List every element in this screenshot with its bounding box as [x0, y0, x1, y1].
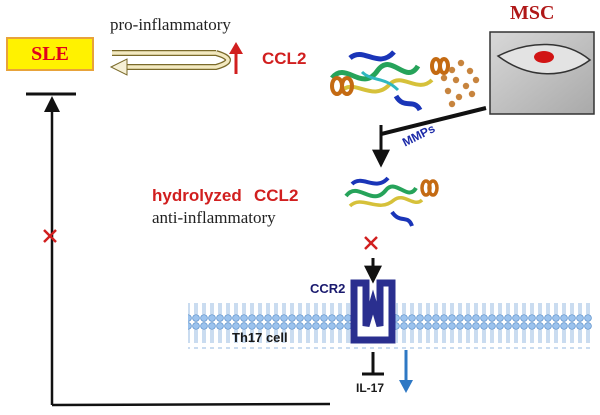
sle-label: SLE	[31, 42, 69, 65]
secreted-particles	[440, 59, 480, 108]
ccr2-receptor-icon	[350, 279, 396, 344]
blocked-cross-icon	[43, 229, 57, 243]
pro-inflammatory-label: pro-inflammatory	[110, 15, 231, 34]
anti-inflammatory-label: anti-inflammatory	[152, 208, 276, 227]
nucleus-icon	[534, 51, 554, 63]
il17-label: IL-17	[356, 381, 385, 395]
mmp-cleavage-arrow	[372, 106, 487, 168]
hydrolyzed-ccl2-protein-icon	[344, 176, 439, 227]
th17-cell-label: Th17 cell	[232, 330, 288, 345]
msc-label: MSC	[510, 2, 555, 24]
ccl2-label: CCL2	[262, 49, 307, 68]
ccl2-protein-icon	[330, 50, 450, 112]
blocked-binding-cross-icon	[364, 236, 378, 250]
curved-return-arrow-icon	[109, 50, 231, 76]
feedback-path	[26, 92, 331, 407]
sle-box: SLE	[6, 37, 94, 71]
increase-arrow-icon	[229, 42, 243, 74]
il17-inhibition-icon	[362, 352, 384, 376]
msc-cell-image	[489, 31, 595, 115]
hydrolyzed-ccl2-label: CCL2	[254, 186, 299, 205]
decrease-arrow-icon	[399, 350, 413, 393]
ccr2-label: CCR2	[310, 281, 346, 296]
up-arrowhead-icon	[44, 96, 60, 112]
hydrolyzed-label: hydrolyzed	[152, 186, 242, 205]
